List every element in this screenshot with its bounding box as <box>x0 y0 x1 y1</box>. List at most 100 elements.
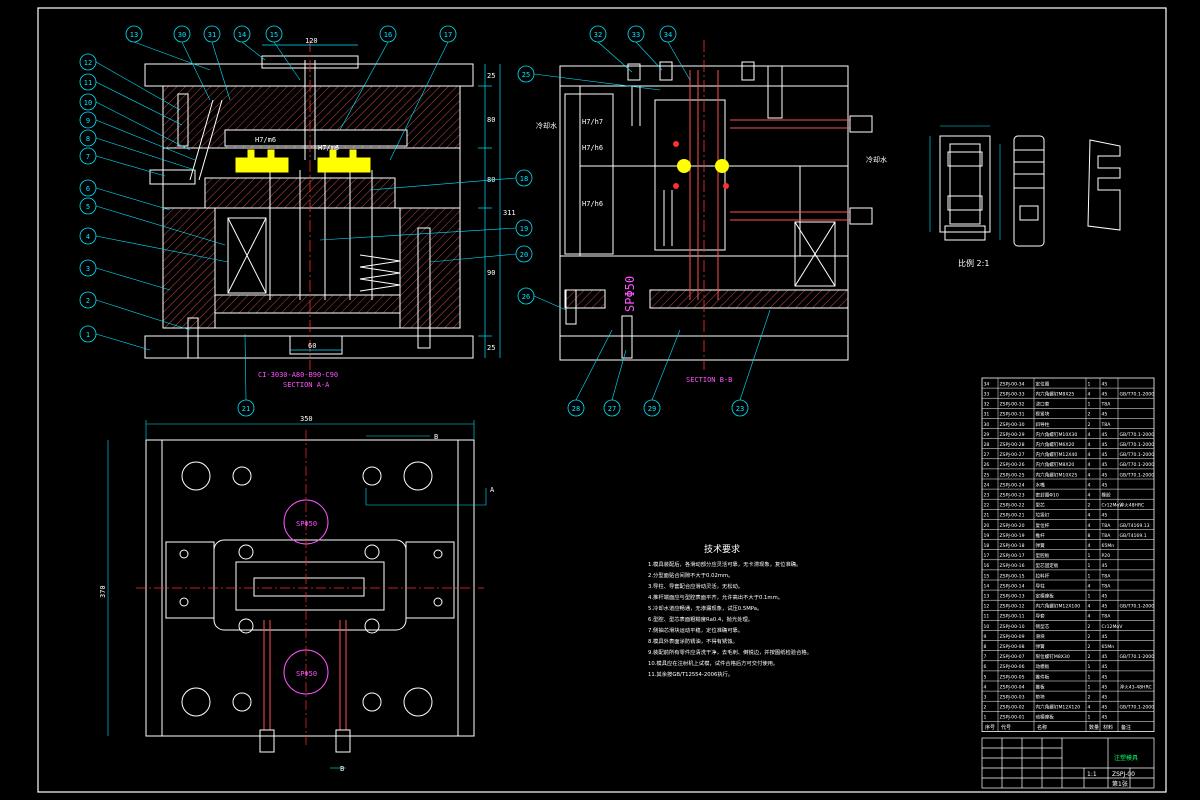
parts-list-cell: 1 <box>984 715 987 721</box>
parts-list-cell: 3 <box>984 695 987 701</box>
parts-list-cell: 2 <box>1088 503 1091 509</box>
parts-list-cell: ZSPJ-00-28 <box>1000 442 1025 448</box>
part-detail-dims <box>929 125 1001 240</box>
part-detail-view <box>939 135 1121 247</box>
parts-list-cell: 2 <box>1088 654 1091 660</box>
parts-list-cell: 1 <box>1088 715 1091 721</box>
parts-list-cell: ZSPJ-00-06 <box>1000 664 1025 670</box>
parts-list-cell: 动模板 <box>1036 663 1050 670</box>
parts-list-cell: 内六角螺钉M12X40 <box>1036 451 1078 458</box>
parts-list-cell: 橡胶 <box>1102 492 1112 499</box>
parts-list-cell: 9 <box>984 634 987 640</box>
dim-h1: 25 <box>487 72 495 80</box>
svg-text:6.型腔、型芯表面粗糙度Ra0.4，抛光处理。: 6.型腔、型芯表面粗糙度Ra0.4，抛光处理。 <box>648 615 753 623</box>
svg-text:16: 16 <box>384 31 392 39</box>
svg-text:3: 3 <box>86 265 90 273</box>
svg-text:26: 26 <box>522 293 530 301</box>
parts-list-cell: 20 <box>984 523 990 529</box>
plan-arrow-a: A <box>490 486 495 494</box>
parts-list-cell: 内六角螺钉M10X30 <box>1036 431 1078 438</box>
parts-list-cell: 内六角螺钉M8X25 <box>1036 391 1075 398</box>
parts-list-cell: 10 <box>984 624 990 630</box>
parts-list-cell: 33 <box>984 392 990 398</box>
parts-list-cell: ZSPJ-00-05 <box>1000 674 1025 680</box>
parts-list-cell: 8 <box>984 644 987 650</box>
svg-text:14: 14 <box>238 31 246 39</box>
parts-list-cell: 4 <box>984 684 987 690</box>
svg-text:23: 23 <box>736 405 744 413</box>
drawing-scale: 1:1 <box>1087 771 1097 778</box>
parts-list-cell: 1 <box>1088 674 1091 680</box>
parts-list-cell: 12 <box>984 604 990 610</box>
parts-list-cell: ZSPJ-00-20 <box>1000 523 1025 529</box>
parts-list-cell: GB/T70.1-2000 <box>1120 472 1155 478</box>
parts-list-cell: 复位杆 <box>1036 522 1050 529</box>
parts-list-cell: ZSPJ-00-19 <box>1000 533 1025 539</box>
plan-centerlines <box>136 430 484 745</box>
parts-list-cell: 45 <box>1102 392 1108 398</box>
drawing-sheet: 第1张 <box>1112 780 1128 788</box>
plan-view <box>145 439 475 753</box>
parts-list-cell: 5 <box>984 674 987 680</box>
parts-list-cell: 26 <box>984 462 990 468</box>
parts-list-cell: 4 <box>1088 482 1091 488</box>
parts-list-cell: 4 <box>1088 513 1091 519</box>
parts-list-cell: GB/T70.1-2000 <box>1120 452 1155 458</box>
parts-list-cell: 内六角螺钉M10X25 <box>1036 471 1078 478</box>
svg-text:19: 19 <box>520 225 528 233</box>
parts-list-cell: 水嘴 <box>1036 481 1046 488</box>
parts-list-cell: 45 <box>1102 695 1108 701</box>
parts-list-cell: 21 <box>984 513 990 519</box>
parts-list-cell: 1 <box>1088 553 1091 559</box>
parts-list-cell: 垃圾钉 <box>1036 512 1050 519</box>
parts-list-cell: 内六角螺钉M6X20 <box>1036 441 1075 448</box>
parts-list-header: 材料 <box>1103 724 1113 731</box>
svg-text:H7/h6: H7/h6 <box>582 144 603 152</box>
parts-list-cell: 14 <box>984 583 990 589</box>
parts-list-cell: 内六角螺钉M12X120 <box>1036 704 1081 711</box>
plan-arrow-b-bottom: B <box>340 765 344 773</box>
fit-a-1: H7/m6 <box>255 136 276 144</box>
ejector-markers-b <box>673 141 729 189</box>
svg-text:1.模具装配后，各滑动部分应灵活可靠，无卡滞现象，复位准确。: 1.模具装配后，各滑动部分应灵活可靠，无卡滞现象，复位准确。 <box>648 560 801 568</box>
parts-list-cell: 4 <box>1088 462 1091 468</box>
parts-list-cell: 45 <box>1102 604 1108 610</box>
parts-list-cell: 定模座板 <box>1036 593 1055 600</box>
parts-list-cell: 2 <box>1088 634 1091 640</box>
svg-text:18: 18 <box>520 175 528 183</box>
section-a-view <box>144 55 474 359</box>
parts-list-cell: 4 <box>1088 452 1091 458</box>
svg-text:17: 17 <box>444 31 452 39</box>
parts-list-cell: 8 <box>1088 533 1091 539</box>
parts-list-cell: ZSPJ-00-21 <box>1000 513 1025 519</box>
parts-list-header: 名称 <box>1037 724 1047 731</box>
svg-text:5: 5 <box>86 203 90 211</box>
title-block <box>981 737 1155 789</box>
dim-top: 120 <box>305 37 318 45</box>
parts-list-cell: ZSPJ-00-07 <box>1000 654 1025 660</box>
parts-list-cell: ZSPJ-00-17 <box>1000 553 1025 559</box>
parts-list-cell: 65Mn <box>1102 644 1115 650</box>
parts-list-cell: 65Mn <box>1102 543 1115 549</box>
svg-text:29: 29 <box>648 405 656 413</box>
svg-text:H7/h7: H7/h7 <box>582 118 603 126</box>
parts-list-cell: 31 <box>984 412 990 418</box>
parts-list-cell: GB/T70.1-2000 <box>1120 705 1155 711</box>
parts-list-cell: ZSPJ-00-11 <box>1000 614 1025 620</box>
svg-text:12: 12 <box>84 59 92 67</box>
svg-text:11.其余按GB/T12554-2006执行。: 11.其余按GB/T12554-2006执行。 <box>648 670 733 678</box>
parts-list-cell: 2 <box>1088 644 1091 650</box>
parts-list-cell: 45 <box>1102 594 1108 600</box>
title-block-texts: 注塑模具 ZSPJ-00 1:1 第1张 <box>1087 754 1138 788</box>
parts-list-cell: T8A <box>1101 573 1112 579</box>
parts-list-cell: 34 <box>984 381 990 387</box>
sheet-border <box>37 7 1167 793</box>
leaders-b <box>533 41 771 401</box>
parts-list-cell: 45 <box>1102 452 1108 458</box>
parts-list-cell: 弹簧 <box>1036 643 1046 650</box>
parts-list-cell: ZSPJ-00-33 <box>1000 392 1025 398</box>
parts-list-cell: GB/T4169.13 <box>1120 523 1150 529</box>
svg-text:10: 10 <box>84 99 92 107</box>
dim-h4: 90 <box>487 269 495 277</box>
parts-list-cell: 4 <box>1088 604 1091 610</box>
